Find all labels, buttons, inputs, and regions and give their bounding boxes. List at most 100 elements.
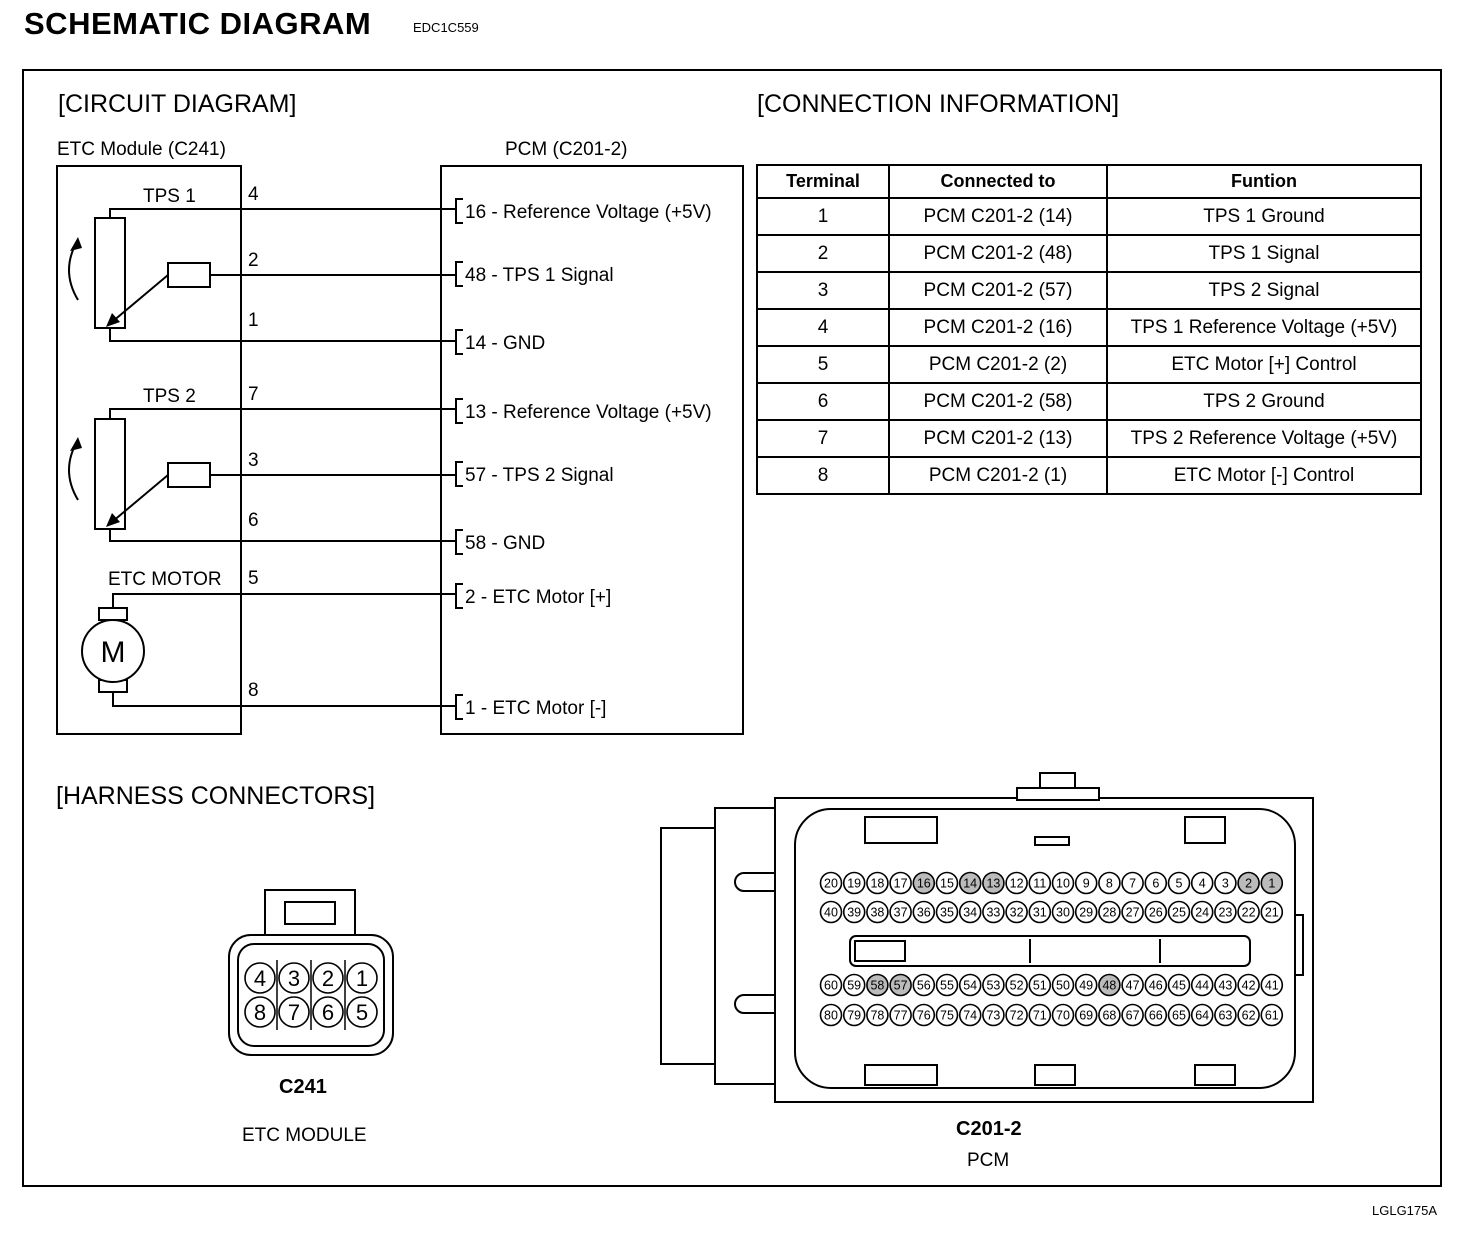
- function-cell: ETC Motor [-] Control: [1106, 456, 1422, 495]
- function-cell: ETC Motor [+] Control: [1106, 345, 1422, 384]
- connector-pin: [1074, 871, 1098, 895]
- connector-pin-number: 74: [963, 1009, 977, 1023]
- connector-pin: [244, 996, 276, 1028]
- connector-pin-number: 11: [1033, 877, 1046, 891]
- function-cell: TPS 1 Reference Voltage (+5V): [1106, 308, 1422, 347]
- c201-2-description: PCM: [967, 1150, 1010, 1171]
- connector-pin: [1144, 1003, 1168, 1027]
- connector-pin-number: 80: [824, 1009, 838, 1023]
- connector-pin: [1028, 900, 1052, 924]
- connector-pin-number: 59: [847, 979, 861, 993]
- connector-pin-number: 28: [1102, 906, 1116, 920]
- connector-pin-number: 58: [870, 979, 884, 993]
- connector-pin-number: 9: [1083, 877, 1090, 891]
- connector-pin-number: 2: [1245, 877, 1252, 891]
- connector-pin: [1190, 871, 1214, 895]
- connector-pin: [1214, 900, 1237, 924]
- connector-pin: [1260, 900, 1284, 924]
- connector-pin-number: 69: [1079, 1009, 1093, 1023]
- connection-information-title: [CONNECTION INFORMATION]: [757, 90, 1120, 118]
- connector-pin: [842, 1003, 866, 1027]
- function-cell: TPS 1 Ground: [1106, 197, 1422, 236]
- connector-pin-number: 5: [1176, 877, 1183, 891]
- connected-to-cell: PCM C201-2 (48): [888, 234, 1108, 273]
- connector-pin: [889, 1003, 912, 1027]
- connector-pin: [1190, 1003, 1214, 1027]
- pcm-pin-label: 48 - TPS 1 Signal: [465, 265, 614, 286]
- connector-pin-number: 51: [1033, 979, 1047, 993]
- terminal-number: 8: [248, 680, 259, 701]
- connected-to-cell: PCM C201-2 (16): [888, 308, 1108, 347]
- connector-pin-number: 24: [1195, 906, 1209, 920]
- connector-pin: [1005, 1003, 1028, 1027]
- connected-to-cell: PCM C201-2 (13): [888, 419, 1108, 458]
- connector-pin: [312, 962, 344, 994]
- connector-pin-number: 25: [1172, 906, 1186, 920]
- tps1-label: TPS 1: [143, 186, 196, 207]
- connector-pin-number: 14: [963, 877, 977, 891]
- terminal-number: 5: [248, 568, 259, 589]
- connector-pin-number: 12: [1010, 877, 1024, 891]
- connector-pin: [958, 871, 982, 895]
- connector-pin-number: 66: [1149, 1009, 1163, 1023]
- connector-pin-number: 41: [1265, 979, 1279, 993]
- connector-pin-number: 48: [1102, 979, 1116, 993]
- connector-pin-number: 50: [1056, 979, 1070, 993]
- connector-pin: [958, 1003, 982, 1027]
- etc-module-box: [56, 165, 242, 735]
- connector-pin: [1237, 871, 1260, 895]
- connector-pin-number: 32: [1010, 906, 1024, 920]
- connector-pin: [1005, 973, 1028, 997]
- connector-pin-number: 65: [1172, 1009, 1186, 1023]
- connector-pin-number: 79: [847, 1009, 861, 1023]
- wires: [109, 208, 456, 707]
- connector-pin: [1005, 871, 1028, 895]
- tps1-potentiometer: [68, 217, 211, 329]
- connector-pin-number: 10: [1056, 877, 1070, 891]
- connector-pin: [1260, 871, 1284, 895]
- connector-pin: [912, 1003, 936, 1027]
- connector-pin-number: 2: [322, 966, 334, 991]
- connector-pin-number: 68: [1102, 1009, 1116, 1023]
- connector-pin: [935, 1003, 959, 1027]
- column-header-connected-to: Connected to: [888, 164, 1108, 199]
- connector-pin: [1051, 900, 1075, 924]
- connector-pin-number: 20: [824, 877, 838, 891]
- connector-pin-number: 3: [288, 966, 300, 991]
- connector-pin: [935, 900, 959, 924]
- connector-pin-number: 34: [963, 906, 977, 920]
- connector-pin: [312, 996, 344, 1028]
- circuit-diagram-title: [CIRCUIT DIAGRAM]: [58, 90, 297, 118]
- connector-pin: [889, 871, 912, 895]
- connector-pin: [1144, 900, 1168, 924]
- connector-pin: [866, 973, 889, 997]
- connected-to-cell: PCM C201-2 (2): [888, 345, 1108, 384]
- connector-pin-number: 35: [940, 906, 954, 920]
- connector-pin-number: 37: [894, 906, 908, 920]
- connector-pin-number: 33: [986, 906, 1000, 920]
- table-header-row: Terminal Connected to Funtion: [756, 164, 1422, 199]
- connector-pin: [982, 973, 1005, 997]
- connector-pin: [889, 900, 912, 924]
- connector-pin-number: 53: [986, 979, 1000, 993]
- pcm-pin-label: 57 - TPS 2 Signal: [465, 465, 614, 486]
- connector-pin: [1214, 871, 1237, 895]
- pcm-pin-label: 13 - Reference Voltage (+5V): [465, 402, 712, 423]
- connector-pin-number: 71: [1033, 1009, 1047, 1023]
- connector-pin-number: 54: [963, 979, 977, 993]
- connector-pin: [935, 973, 959, 997]
- connector-pin-number: 45: [1172, 979, 1186, 993]
- connector-pin: [1237, 973, 1260, 997]
- figure-code: LGLG175A: [1372, 1203, 1438, 1218]
- connector-pin: [866, 1003, 889, 1027]
- connector-pin-number: 56: [917, 979, 931, 993]
- connector-pin-number: 17: [894, 877, 908, 891]
- page-title: SCHEMATIC DIAGRAM: [24, 6, 372, 41]
